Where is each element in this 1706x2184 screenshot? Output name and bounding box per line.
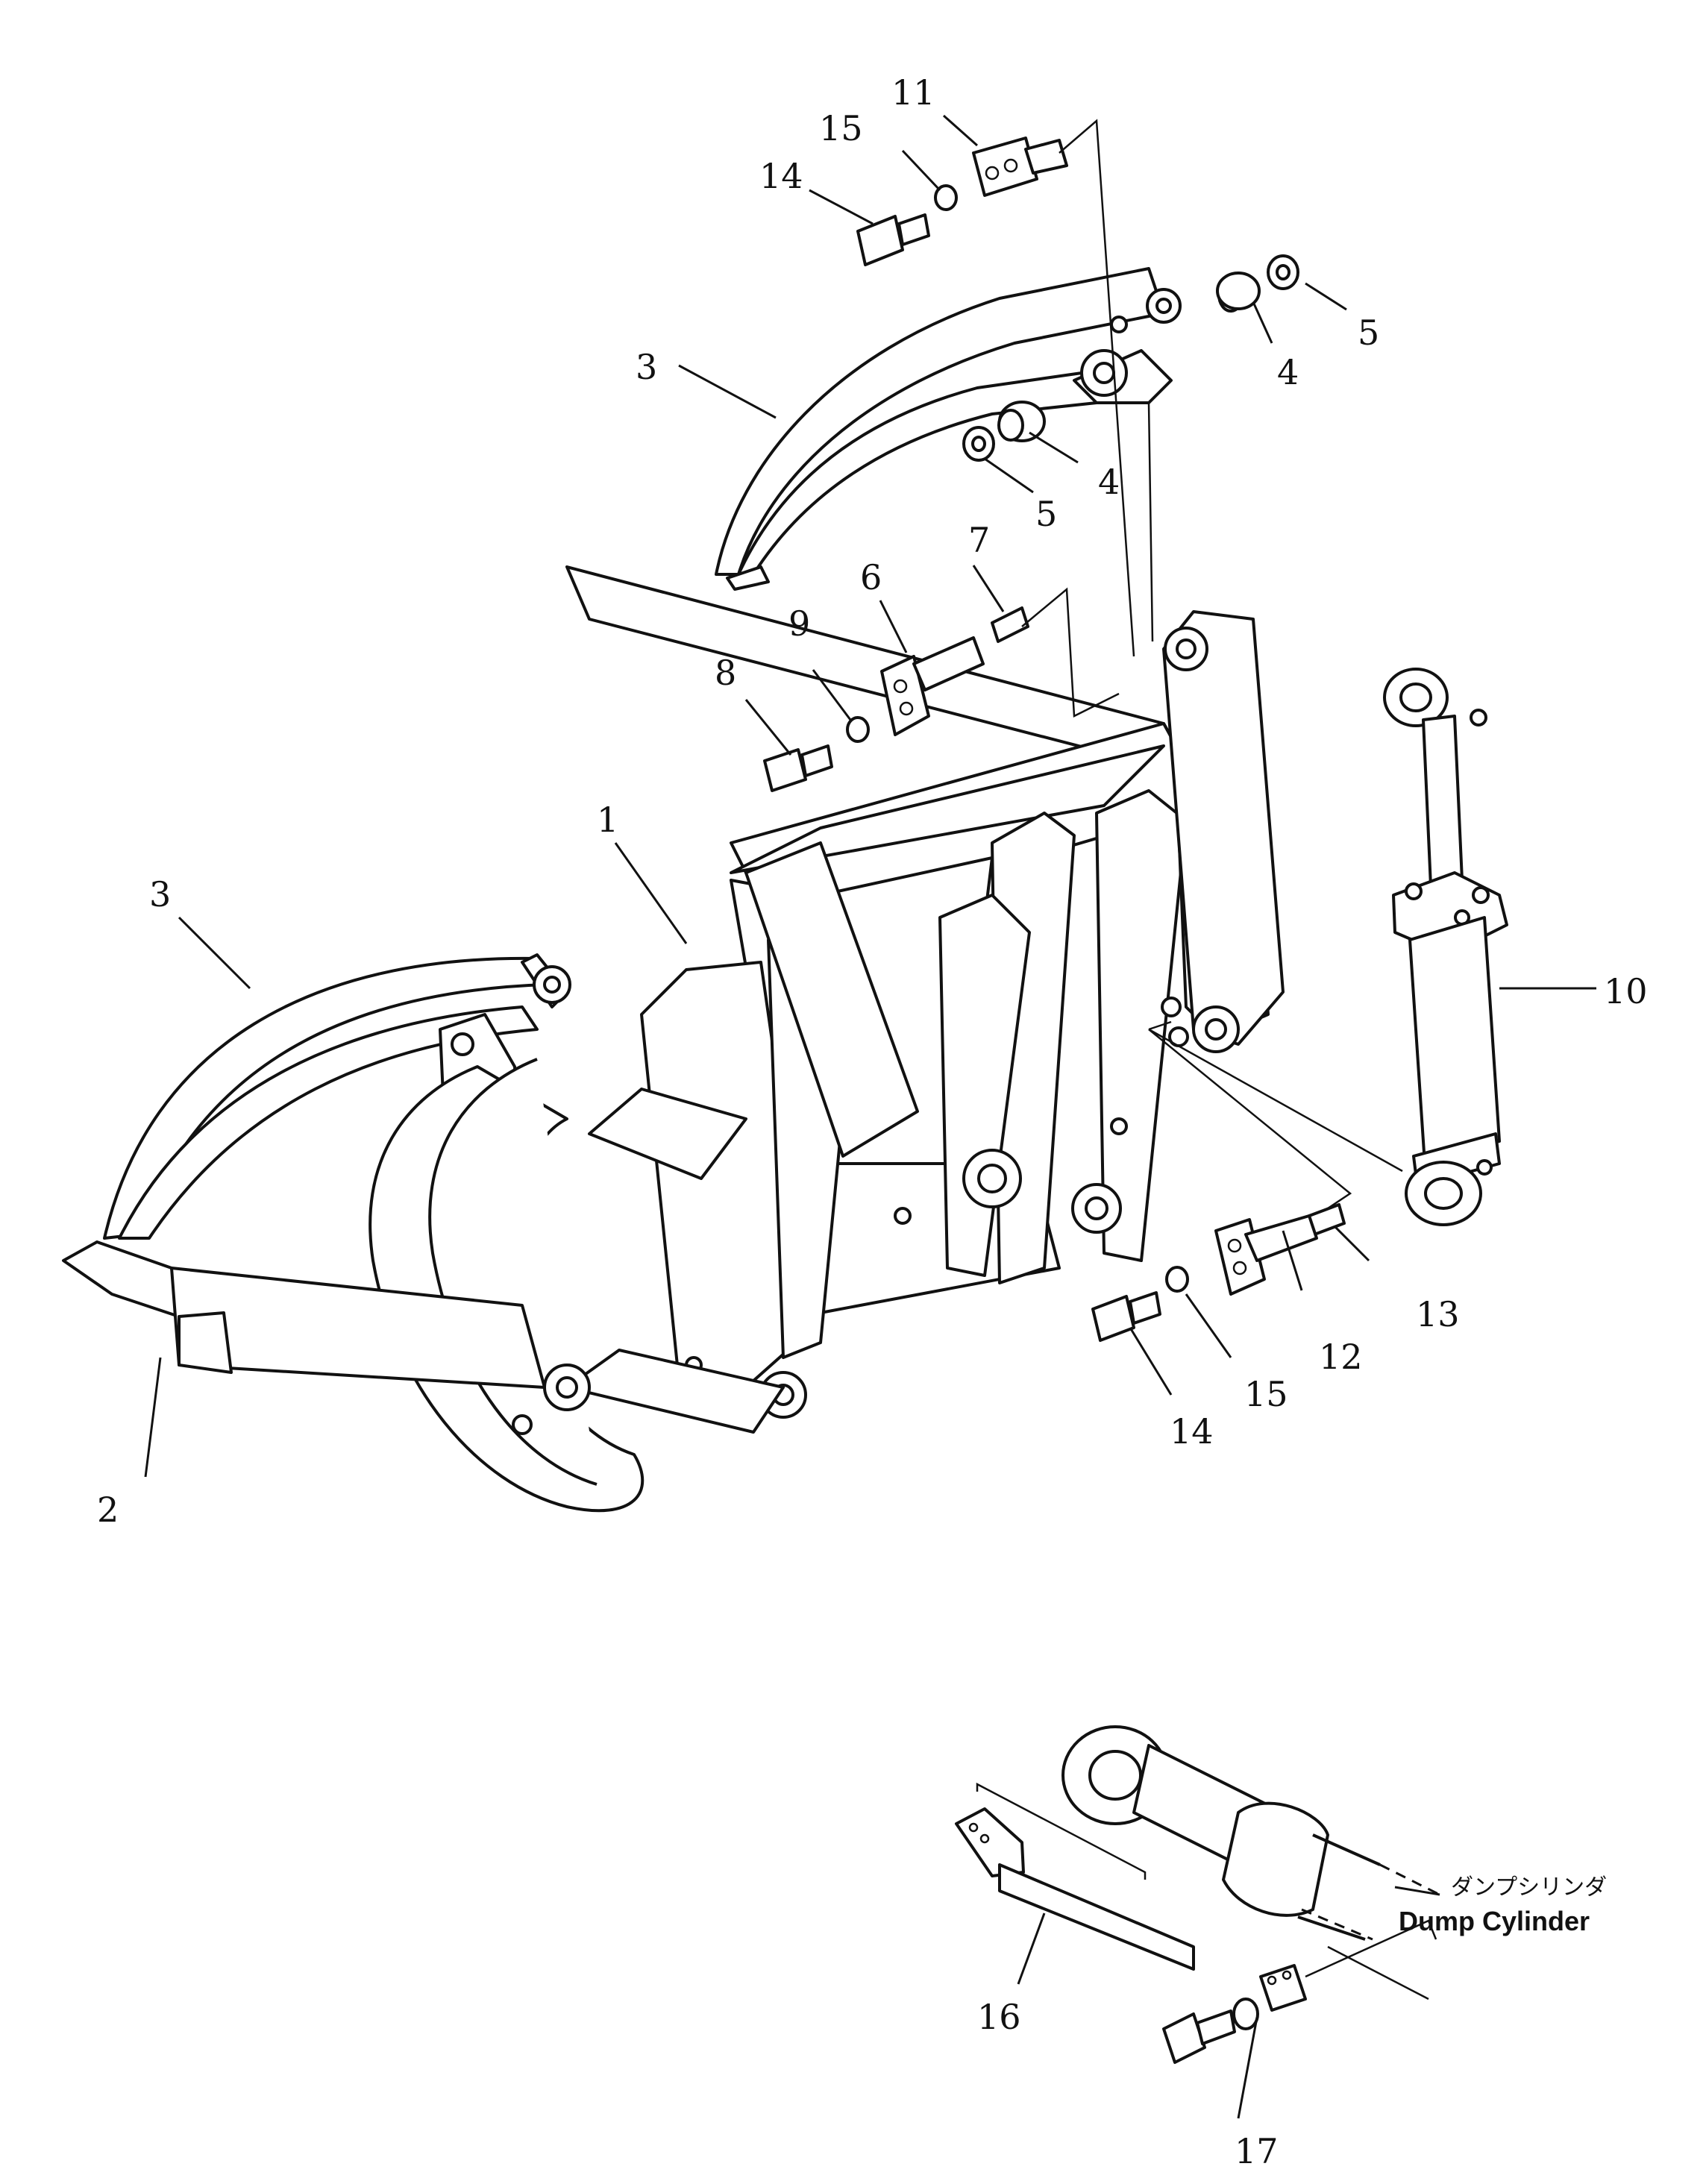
callout-9: 9 bbox=[788, 603, 810, 644]
dump-cylinder-label-jp: ダンプシリンダ bbox=[1451, 1874, 1607, 1901]
grapple-arm-upper bbox=[715, 267, 1182, 591]
callout-14-lower: 14 bbox=[1170, 1411, 1214, 1452]
callout-17: 17 bbox=[1235, 2131, 1279, 2171]
callout-6: 6 bbox=[860, 557, 882, 597]
callout-8: 8 bbox=[715, 653, 736, 693]
callout-4-left: 4 bbox=[1098, 462, 1120, 502]
callout-1: 1 bbox=[597, 800, 618, 840]
assembly-lines bbox=[1021, 119, 1403, 1210]
callout-7: 7 bbox=[968, 520, 990, 560]
callout-15: 15 bbox=[819, 108, 863, 148]
callout-10: 10 bbox=[1604, 971, 1648, 1011]
callout-5-left: 5 bbox=[1035, 494, 1057, 534]
cutting-edge bbox=[62, 1240, 546, 1389]
callout-labels: 11 15 14 3 5 4 4 5 7 6 9 8 1 3 10 13 12 … bbox=[97, 72, 1648, 2171]
callout-13: 13 bbox=[1416, 1294, 1460, 1334]
grapple-arm-left bbox=[103, 953, 645, 1513]
callout-3-lower: 3 bbox=[149, 874, 171, 914]
callout-5-right: 5 bbox=[1358, 313, 1379, 353]
dump-cylinder-caption: ダンプシリンダ Dump Cylinder bbox=[1399, 1874, 1607, 1936]
callout-11: 11 bbox=[891, 72, 935, 113]
callout-2: 2 bbox=[97, 1490, 119, 1530]
callout-16: 16 bbox=[977, 1997, 1021, 2037]
callout-3-upper: 3 bbox=[636, 347, 657, 387]
dump-cylinder-label-en: Dump Cylinder bbox=[1399, 1906, 1590, 1936]
callout-12: 12 bbox=[1319, 1337, 1363, 1377]
callout-15-lower: 15 bbox=[1244, 1374, 1288, 1414]
bushings bbox=[962, 254, 1299, 462]
callout-4-right: 4 bbox=[1277, 352, 1299, 392]
callout-14: 14 bbox=[759, 156, 803, 196]
pins-and-bolts bbox=[763, 136, 1346, 1342]
hydraulic-cylinder bbox=[1383, 668, 1508, 1226]
dump-cylinder-inset bbox=[955, 1725, 1440, 2064]
leader-lines bbox=[144, 114, 1596, 2119]
